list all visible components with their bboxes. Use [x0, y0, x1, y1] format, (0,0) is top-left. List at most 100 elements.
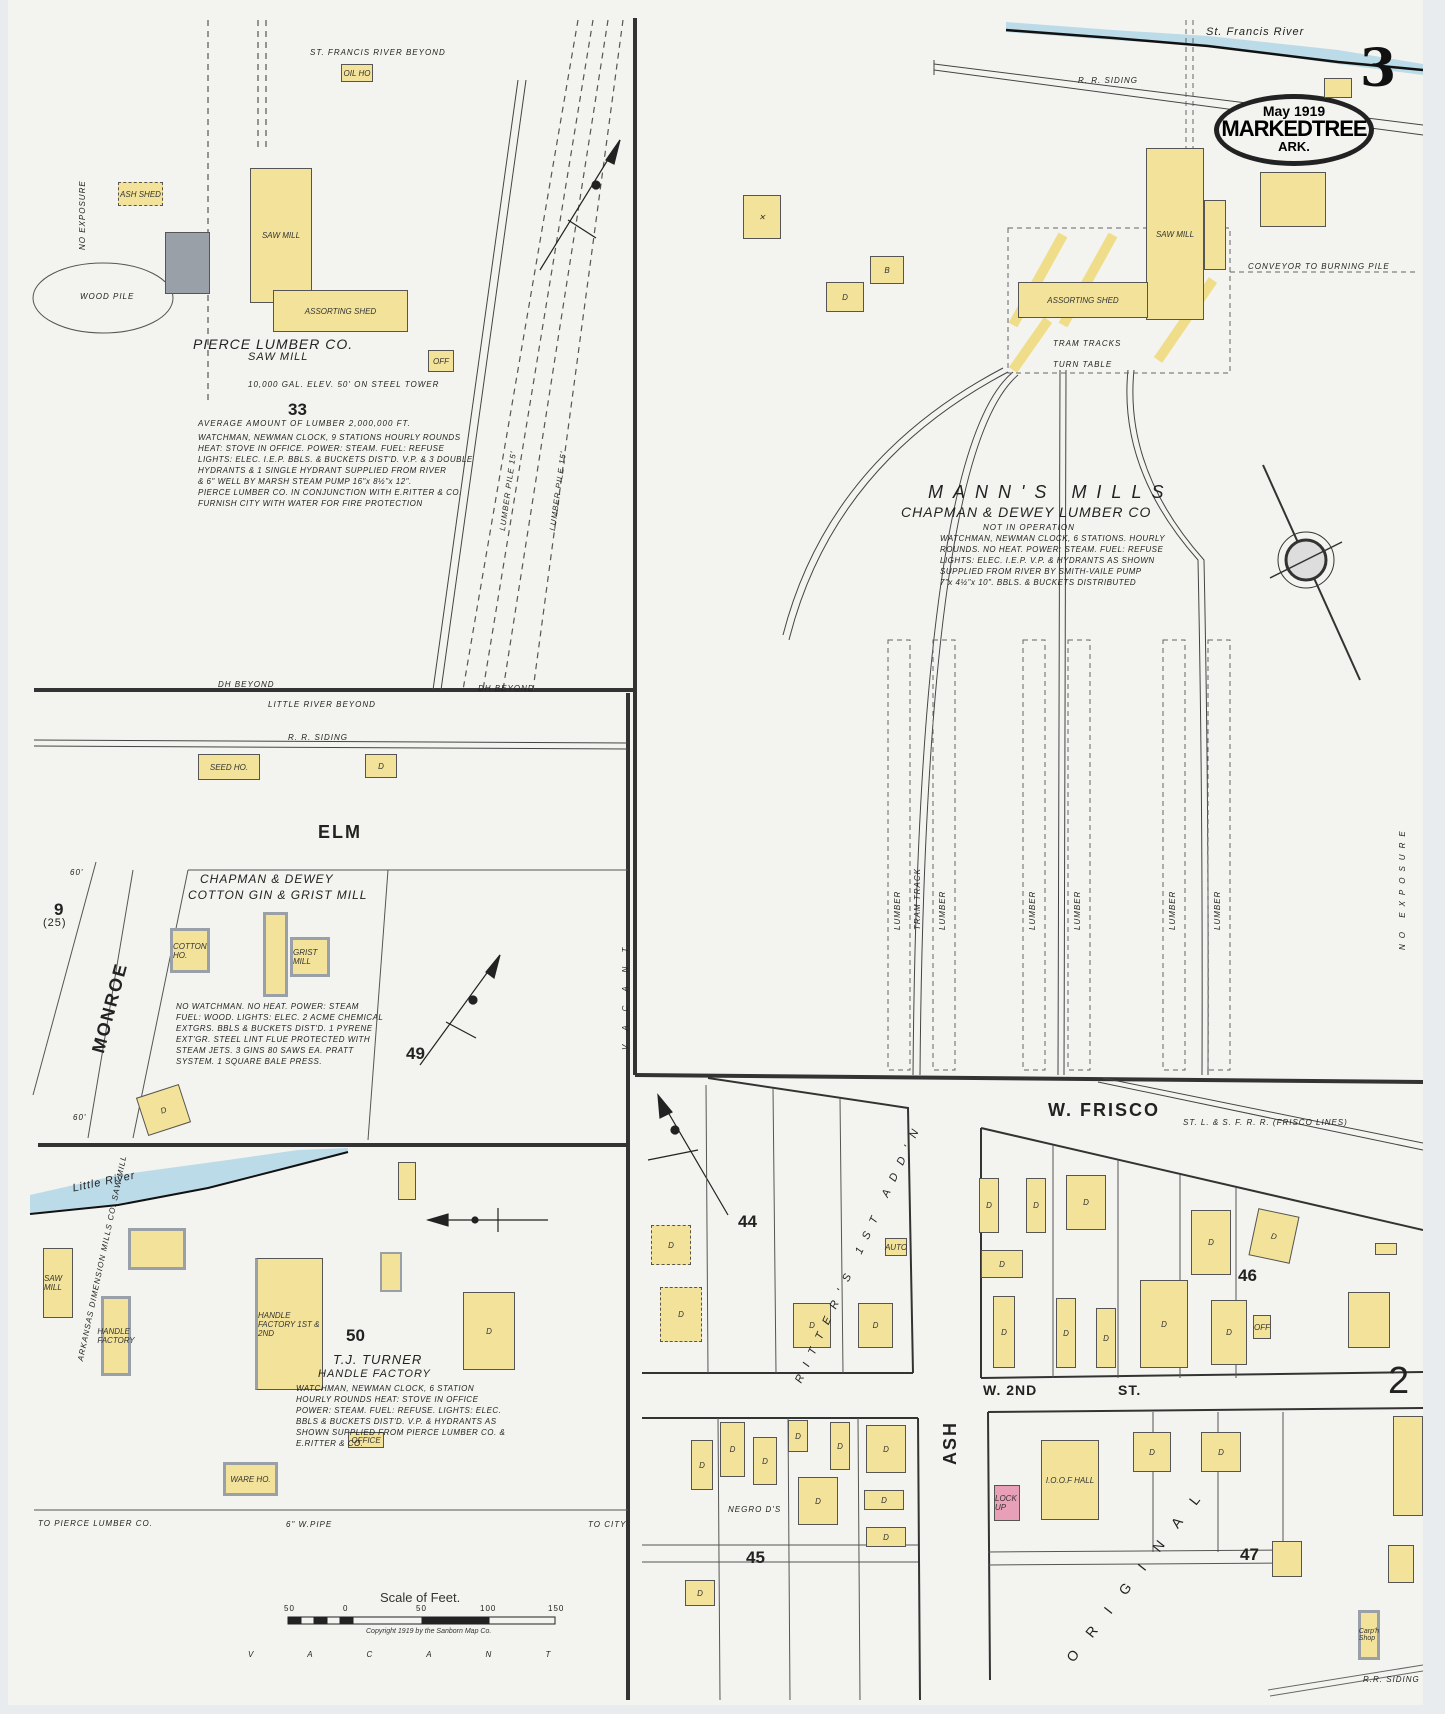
w-2nd-street: W. 2ND: [983, 1382, 1038, 1398]
ash-street: ASH: [940, 1420, 960, 1465]
dwelling-114: D: [1140, 1280, 1188, 1368]
block-47: 47: [1240, 1545, 1259, 1564]
dwelling-130: D: [753, 1437, 777, 1485]
lumber-label-5: LUMBER: [1168, 890, 1177, 930]
block-49: 49: [406, 1044, 425, 1063]
chapman-dewey-name: CHAPMAN & DEWEY: [200, 872, 334, 886]
manns-engine-room: [1204, 200, 1226, 270]
map-date: May 1919: [1262, 103, 1326, 119]
block-33: 33: [288, 400, 307, 419]
to-city-label: TO CITY: [588, 1520, 627, 1529]
cotton-house: COTTON HO.: [170, 928, 210, 973]
st-label: ST.: [1118, 1382, 1142, 1398]
x-box-building: ✕: [743, 195, 781, 239]
dwelling-129: D: [720, 1422, 745, 1477]
small-building-46: [1375, 1243, 1397, 1255]
dwelling-128-5: D: [685, 1580, 715, 1606]
compass-rose-icon: [1262, 464, 1361, 681]
pipe-label: 6" W.PIPE: [286, 1520, 333, 1529]
dwelling-106: D: [858, 1303, 893, 1348]
dwelling-134: D: [866, 1425, 906, 1473]
gin-grist-mill-title: COTTON GIN & GRIST MILL: [188, 888, 368, 902]
gin-notes: NO WATCHMAN. NO HEAT. POWER: STEAM FUEL:…: [176, 1002, 384, 1066]
rr-siding-47: R.R. SIDING: [1363, 1675, 1420, 1684]
pierce-assorting-shed: ASSORTING SHED: [273, 290, 408, 332]
state-name: ARK.: [1278, 139, 1310, 154]
water-tank-label: 10,000 GAL. ELEV. 50' ON STEEL TOWER: [248, 380, 440, 389]
turner-notes: WATCHMAN, NEWMAN CLOCK, 6 STATION HOURLY…: [296, 1384, 506, 1448]
scale-tick-50l: 50: [284, 1604, 295, 1613]
dwelling-112: D: [1096, 1308, 1116, 1368]
block-44: 44: [738, 1212, 757, 1231]
dwelling-46d: D: [981, 1250, 1023, 1278]
pierce-notes: WATCHMAN, NEWMAN CLOCK, 9 STATIONS HOURL…: [198, 433, 473, 508]
dwelling-132: D: [798, 1477, 838, 1525]
elm-street: ELM: [318, 822, 362, 842]
dwelling-128: D: [691, 1440, 713, 1490]
title-cartouche: May 1919 MARKEDTREE ARK.: [1214, 94, 1374, 166]
building-47-east-2: [1388, 1545, 1414, 1583]
dim-60-top: 60': [70, 868, 84, 877]
pierce-boiler-house: [165, 232, 210, 294]
carpenter-shop: Carp'h Shop: [1358, 1610, 1380, 1660]
chapman-dewey-lumber: CHAPMAN & DEWEY LUMBER CO: [901, 504, 1152, 520]
average-lumber: AVERAGE AMOUNT OF LUMBER 2,000,000 FT.: [198, 419, 411, 428]
building-47-east: [1393, 1416, 1423, 1516]
ioof-hall: I.O.O.F HALL: [1041, 1440, 1099, 1520]
conveyor-label: CONVEYOR TO BURNING PILE: [1248, 262, 1390, 271]
manns-notes: WATCHMAN, NEWMAN CLOCK, 6 STATIONS. HOUR…: [940, 534, 1166, 587]
lock-up: LOCK UP: [994, 1485, 1020, 1521]
dwelling-141: D: [1201, 1432, 1241, 1472]
ash-shed: ASH SHED: [118, 182, 163, 206]
turner-handle-factory: HANDLE FACTORY 1ST & 2ND: [255, 1258, 323, 1390]
sanborn-map-sheet: 3 May 1919 MARKEDTREE ARK. St. Francis R…: [8, 0, 1423, 1705]
lumber-label-6: LUMBER: [1213, 890, 1222, 930]
manns-mills-title: MANN'S MILLS: [928, 482, 1174, 502]
boiler-house-turner: [128, 1228, 186, 1270]
dwelling-manns: D: [826, 282, 864, 312]
auto-garage: AUTO: [885, 1238, 907, 1256]
small-building-ne: [1324, 78, 1352, 98]
warehouse: WARE HO.: [223, 1462, 278, 1496]
st-francis-beyond-label: ST. FRANCIS RIVER BEYOND: [310, 48, 446, 57]
lumber-label-3: LUMBER: [1028, 890, 1037, 930]
pierce-saw-mill: SAW MILL: [250, 168, 312, 303]
scale-tick-150: 150: [548, 1604, 565, 1613]
tram-track-label: TRAM TRACK: [913, 868, 922, 930]
block-45: 45: [746, 1548, 765, 1567]
stone-shed-50: [380, 1252, 402, 1292]
block-9: 9: [54, 900, 64, 919]
dwelling-139: D: [1133, 1432, 1171, 1472]
dwelling-105: D: [793, 1303, 831, 1348]
dwelling-46b: D: [1026, 1178, 1046, 1233]
adjacent-sheet-2[interactable]: 2: [1388, 1360, 1410, 1402]
dwelling-134c: D: [866, 1527, 906, 1547]
dwelling-133: D: [830, 1422, 850, 1470]
office-46: OFF: [1253, 1315, 1271, 1339]
block-50: 50: [346, 1326, 365, 1345]
dwelling-111: D: [1056, 1298, 1076, 1368]
lumber-label-4: LUMBER: [1073, 890, 1082, 930]
dwelling-109: D: [993, 1296, 1015, 1368]
dwelling-46a: D: [979, 1178, 999, 1233]
dwelling-102-5: D: [651, 1225, 691, 1265]
st-francis-river-label: St. Francis River: [1206, 26, 1305, 38]
copyright: Copyright 1919 by the Sanborn Map Co.: [366, 1628, 492, 1635]
pierce-subtitle: SAW MILL: [248, 351, 309, 363]
handle-factory-2: HANDLE FACTORY: [97, 1296, 135, 1376]
pierce-office: OFF: [428, 350, 454, 372]
dh-beyond-2: DH BEYOND: [478, 684, 535, 693]
seed-house: SEED HO.: [198, 754, 260, 780]
manns-saw-mill: SAW MILL: [1146, 148, 1204, 320]
vacant-bottom: V A C A N T: [248, 1650, 577, 1659]
block-46: 46: [1238, 1266, 1257, 1285]
grist-mill: GRIST MILL: [290, 937, 330, 977]
dwelling-116: D: [1211, 1300, 1247, 1365]
little-river-beyond-label: LITTLE RIVER BEYOND: [268, 700, 376, 709]
dwelling-elm: D: [365, 754, 397, 778]
dwelling-46e: D: [1191, 1210, 1231, 1275]
building-46g: [1348, 1292, 1390, 1348]
to-pierce-label: TO PIERCE LUMBER CO.: [38, 1519, 153, 1528]
wood-pile-label: WOOD PILE: [80, 292, 135, 301]
lumber-label-1: LUMBER: [893, 890, 902, 930]
